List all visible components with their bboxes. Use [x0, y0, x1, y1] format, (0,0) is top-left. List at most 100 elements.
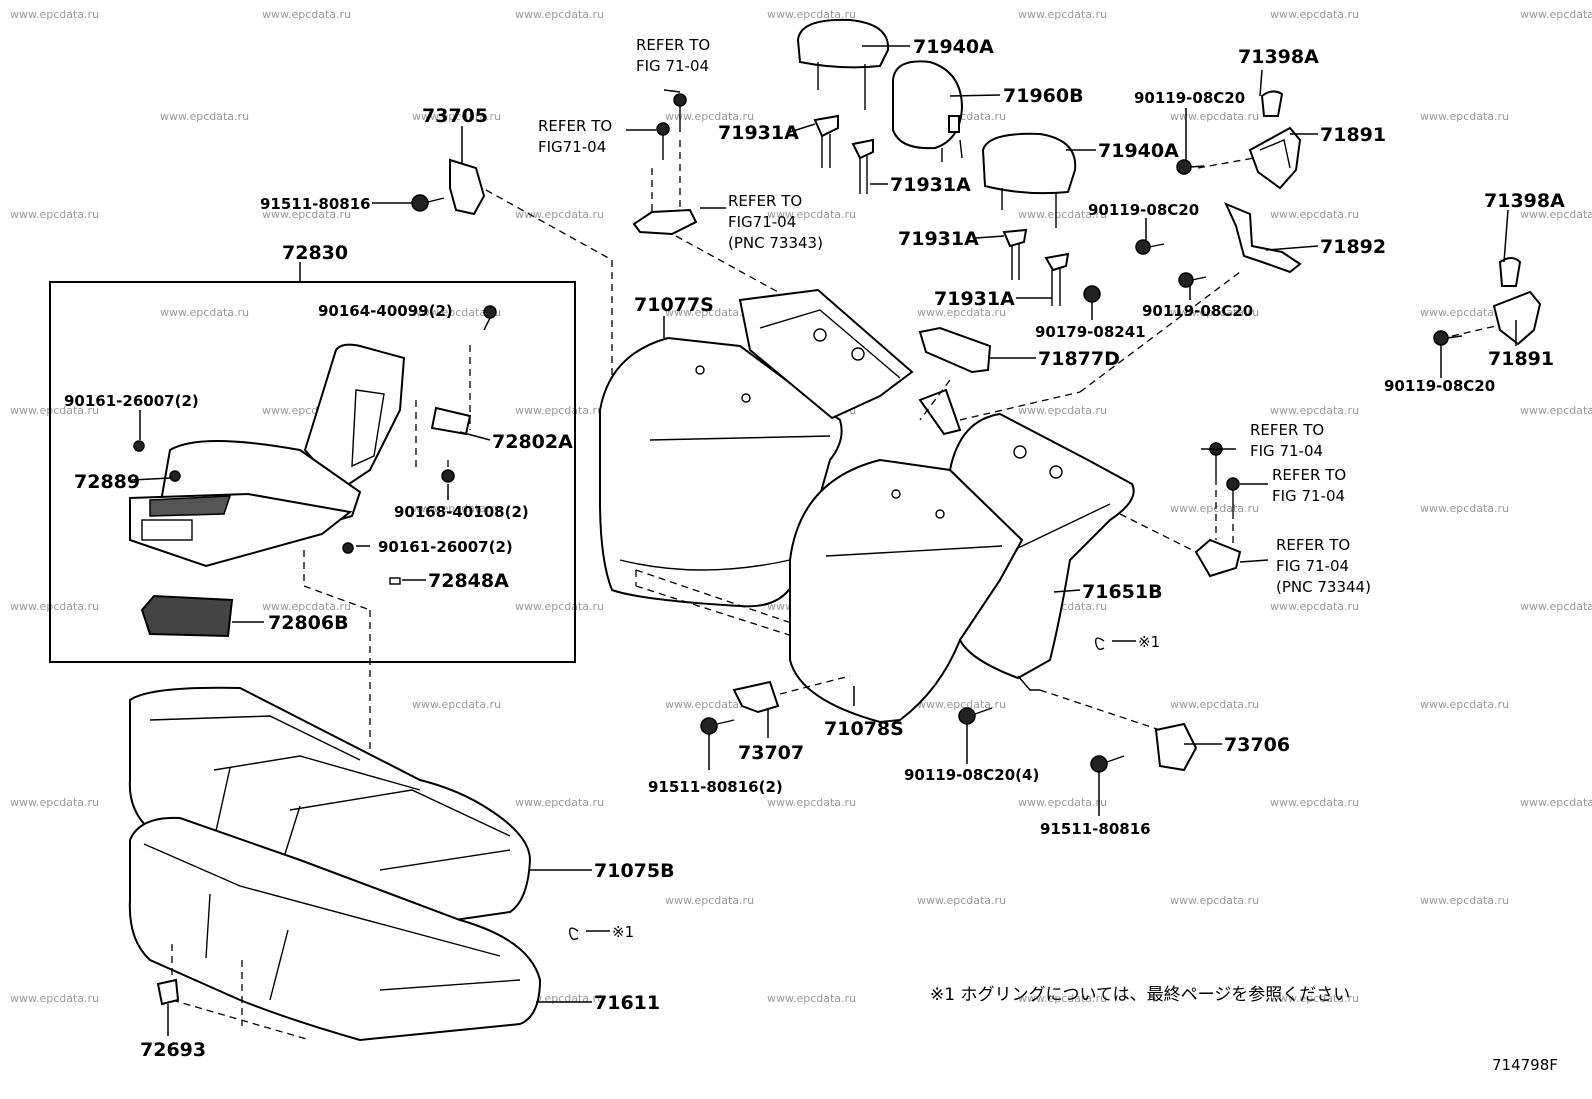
part-label[interactable]: 73706 [1224, 734, 1290, 756]
watermark: www.epcdata.ru [665, 110, 754, 123]
part-label[interactable]: 91511-80816(2) [648, 778, 783, 796]
part-label[interactable]: 71940A [913, 36, 994, 58]
refer-to-label: REFER TO [538, 117, 612, 135]
footnote: ※1 ホグリングについては、最終ページを参照ください [930, 985, 1350, 1005]
part-label[interactable]: 73705 [422, 105, 488, 127]
watermark: www.epcdata.ru [262, 600, 351, 613]
refer-to-label: REFER TO [1276, 536, 1350, 554]
part-label[interactable]: 72830 [282, 242, 348, 264]
part-label[interactable]: 71077S [634, 294, 714, 316]
bracket-plate-73344 [1119, 478, 1242, 578]
fig-ref-label[interactable]: FIG 71-04 [1250, 442, 1323, 460]
part-label[interactable]: 72806B [268, 612, 349, 634]
part-label[interactable]: 71891 [1488, 348, 1554, 370]
hinge-73705 [449, 158, 641, 411]
part-label[interactable]: 90119-08C20 [1088, 201, 1199, 219]
armrest-box-72830 [49, 281, 576, 758]
part-label[interactable]: 72889 [74, 471, 140, 493]
part-label[interactable]: 71611 [594, 992, 660, 1014]
headrest-support-71931A [813, 114, 1070, 306]
watermark: www.epcdata.ru [1420, 110, 1509, 123]
watermark: www.epcdata.ru [1520, 796, 1592, 809]
watermark: www.epcdata.ru [10, 404, 99, 417]
seatback-71078S [789, 458, 1024, 724]
part-label[interactable]: 72848A [428, 570, 509, 592]
watermark: www.epcdata.ru [160, 110, 249, 123]
watermark: www.epcdata.ru [1420, 502, 1509, 515]
fig-ref-label[interactable]: FIG 71-04 [636, 57, 709, 75]
part-label[interactable]: 71398A [1238, 46, 1319, 68]
part-label[interactable]: 71931A [934, 288, 1015, 310]
bracket-71891-lower [1451, 257, 1542, 346]
watermark: www.epcdata.ru [515, 208, 604, 221]
part-label[interactable]: 91511-80816 [260, 195, 371, 213]
part-label[interactable]: 71891 [1320, 124, 1386, 146]
seat-cushion-71611 [128, 816, 542, 1042]
part-label[interactable]: 71892 [1320, 236, 1386, 258]
watermark: www.epcdata.ru [10, 8, 99, 21]
watermark: www.epcdata.ru [412, 502, 501, 515]
watermark: www.epcdata.ru [10, 600, 99, 613]
part-label[interactable]: 71940A [1098, 140, 1179, 162]
watermark: www.epcdata.ru [917, 894, 1006, 907]
pnc-label: (PNC 73343) [728, 234, 823, 252]
part-label[interactable]: 71651B [1082, 581, 1163, 603]
watermark: www.epcdata.ru [1520, 600, 1592, 613]
part-label[interactable]: 91511-80816 [1040, 820, 1151, 838]
watermark: www.epcdata.ru [1520, 8, 1592, 21]
part-labels: 71940A 71960B 71940A 71398A 90119-08C20 … [64, 36, 1565, 1061]
part-label[interactable]: 90168-40108(2) [394, 503, 529, 521]
part-label[interactable]: 71960B [1003, 85, 1084, 107]
part-label[interactable]: 90161-26007(2) [64, 392, 199, 410]
part-label[interactable]: 71931A [898, 228, 979, 250]
fig-ref-label[interactable]: FIG71-04 [538, 138, 606, 156]
watermark: www.epcdata.ru [1270, 208, 1359, 221]
fig-ref-label[interactable]: FIG71-04 [728, 213, 796, 231]
part-label[interactable]: 71877D [1038, 348, 1120, 370]
watermark: www.epcdata.ru [1170, 894, 1259, 907]
part-label[interactable]: 72693 [140, 1039, 206, 1061]
watermark: www.epcdata.ru [1170, 698, 1259, 711]
fig-ref-label[interactable]: FIG 71-04 [1276, 557, 1349, 575]
watermark: www.epcdata.ru [1420, 698, 1509, 711]
watermark: www.epcdata.ru [412, 698, 501, 711]
part-label[interactable]: 90161-26007(2) [378, 538, 513, 556]
watermark: www.epcdata.ru [412, 110, 501, 123]
watermark: www.epcdata.ru [1170, 306, 1259, 319]
headrest-71940A-right [981, 132, 1077, 228]
watermark: www.epcdata.ru [515, 8, 604, 21]
watermark: www.epcdata.ru [1018, 404, 1107, 417]
part-label[interactable]: 71398A [1484, 190, 1565, 212]
refer-to-label: REFER TO [1272, 466, 1346, 484]
watermark: www.epcdata.ru [1420, 306, 1509, 319]
watermark: www.epcdata.ru [10, 796, 99, 809]
part-label[interactable]: 73707 [738, 742, 804, 764]
part-label[interactable]: 90164-40099(2) [318, 302, 453, 320]
part-label[interactable]: 90179-08241 [1035, 323, 1146, 341]
watermark: www.epcdata.ru [1270, 8, 1359, 21]
hog-ring-mark: ※1 [612, 923, 634, 941]
part-label[interactable]: 72802A [492, 431, 573, 453]
hog-ring-mark: ※1 [1138, 633, 1160, 651]
watermark: www.epcdata.ru [515, 600, 604, 613]
hog-ring-marks [568, 637, 1105, 941]
seatback-71651B [948, 412, 1135, 680]
watermark: www.epcdata.ru [665, 306, 754, 319]
armrest-cover-71877D [918, 271, 1241, 436]
bracket-71892 [1224, 202, 1302, 274]
fig-ref-label[interactable]: FIG 71-04 [1272, 487, 1345, 505]
headrest-71940A-left [796, 18, 890, 110]
refer-to-label: REFER TO [1250, 421, 1324, 439]
part-label[interactable]: 71075B [594, 860, 675, 882]
part-label[interactable]: 71931A [718, 122, 799, 144]
watermark: www.epcdata.ru [917, 306, 1006, 319]
part-label[interactable]: 71078S [824, 718, 904, 740]
part-label[interactable]: 90119-08C20 [1134, 89, 1245, 107]
part-label[interactable]: 90119-08C20(4) [904, 766, 1039, 784]
part-label[interactable]: 90119-08C20 [1142, 302, 1253, 320]
watermark: www.epcdata.ru [917, 698, 1006, 711]
part-label[interactable]: 71931A [890, 174, 971, 196]
watermark: www.epcdata.ru [767, 208, 856, 221]
part-label[interactable]: 90119-08C20 [1384, 377, 1495, 395]
watermark: www.epcdata.ru [1170, 110, 1259, 123]
